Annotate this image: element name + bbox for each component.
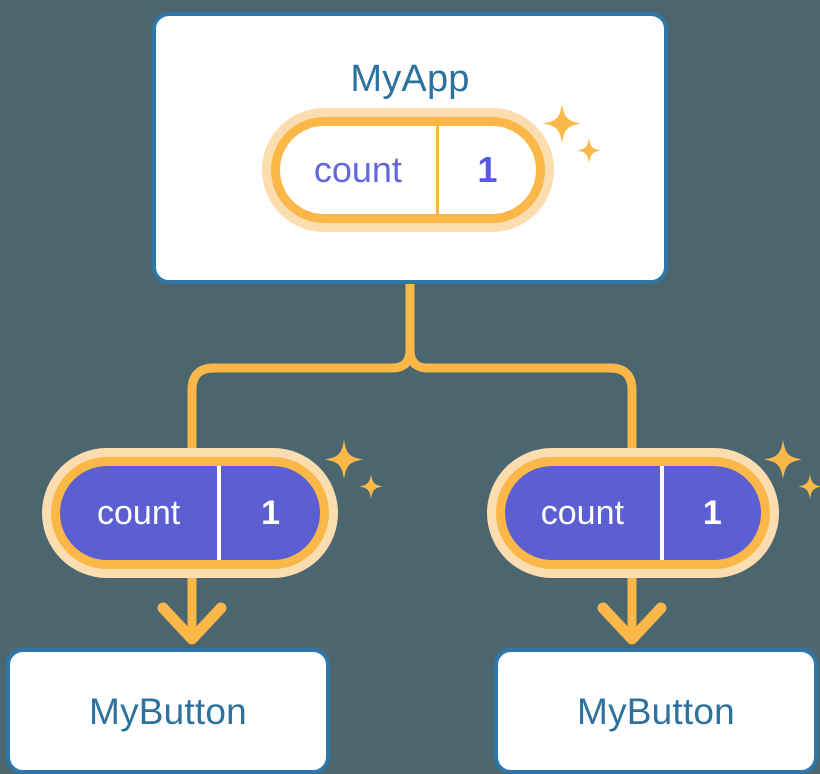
component-label: MyButton [89, 691, 247, 732]
state-value-label: 1 [477, 149, 498, 190]
state-pill-mybutton-left[interactable]: count 1 [42, 448, 338, 578]
state-value-label: 1 [702, 493, 722, 532]
page-title: MyApp [350, 58, 470, 100]
arrow-down-icon-right [597, 572, 667, 645]
component-card-mybutton-left[interactable]: MyButton [6, 648, 330, 774]
branch-connector-right [405, 279, 637, 471]
state-pill-myapp[interactable]: count 1 [262, 108, 554, 232]
state-pill-mybutton-right[interactable]: count 1 [487, 448, 779, 578]
branch-connector-left [187, 279, 415, 471]
state-key-label: count [280, 126, 439, 214]
state-key-label: count [60, 466, 222, 560]
arrow-down-icon-left [157, 572, 227, 645]
component-card-mybutton-right[interactable]: MyButton [494, 648, 818, 774]
state-pill-ring: count 1 [271, 117, 545, 223]
state-value-label: 1 [261, 493, 281, 532]
state-key-label: count [505, 466, 664, 560]
state-pill-ring: count 1 [496, 457, 770, 569]
state-pill-ring: count 1 [51, 457, 329, 569]
component-label: MyButton [577, 691, 735, 732]
